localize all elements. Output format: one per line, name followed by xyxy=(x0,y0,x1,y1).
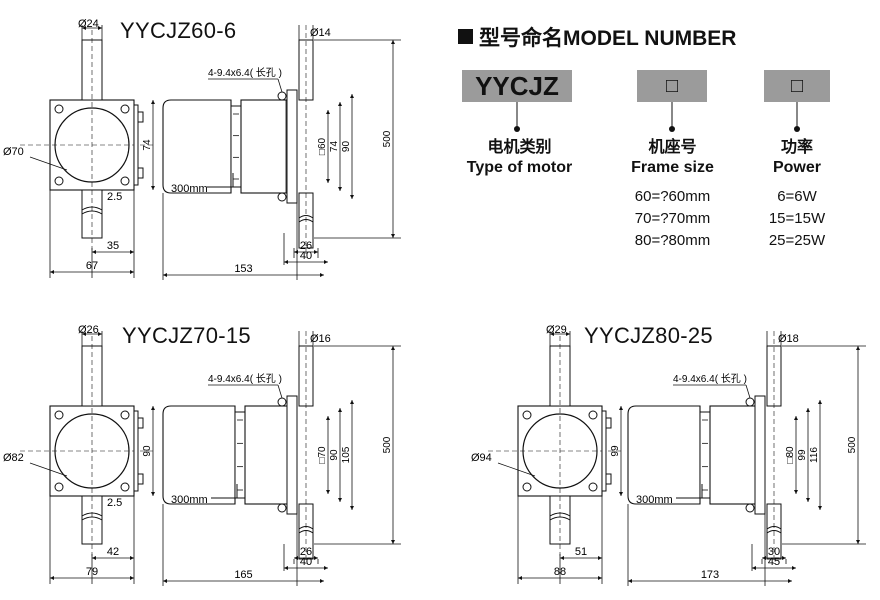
cable-length-label: 300mm xyxy=(171,494,208,506)
dimension-label: 30 xyxy=(768,546,780,558)
model-title-3: YYCJZ80-25 xyxy=(584,323,713,348)
slot-note: 4-9.4x6.4( 长孔 ) xyxy=(673,373,747,385)
dimension-label: 500 xyxy=(382,436,393,453)
dimension-label: 35 xyxy=(107,240,119,252)
model-title-1: YYCJZ60-6 xyxy=(120,18,237,43)
dimension-label: □70 xyxy=(317,446,328,464)
column-frame: 机座号 Frame size 60=?60mm 70=?70mm 80=?80m… xyxy=(631,139,714,249)
model-title-2: YYCJZ70-15 xyxy=(122,323,251,348)
shaft-diameter-label: Ø26 xyxy=(78,324,99,336)
model-number-title: 型号命名MODEL NUMBER xyxy=(458,22,736,52)
dimension-label: 40 xyxy=(300,556,312,568)
dimension-label: 99 xyxy=(797,449,808,461)
column-type: 电机类别 Type of motor xyxy=(466,139,573,176)
slot-note: 4-9.4x6.4( 长孔 ) xyxy=(208,373,282,385)
thickness-label: 2.5 xyxy=(107,497,122,509)
dimension-label: 26 xyxy=(300,240,312,252)
dimension-label: 500 xyxy=(847,436,858,453)
dimension-label: □80 xyxy=(785,446,796,464)
small-shaft-label: Ø14 xyxy=(310,27,331,39)
dimension-label: 99 xyxy=(610,445,621,457)
dimension-label: 105 xyxy=(341,446,352,463)
slot-note: 4-9.4x6.4( 长孔 ) xyxy=(208,67,282,79)
dimension-label: 165 xyxy=(234,569,252,581)
small-shaft-label: Ø18 xyxy=(778,333,799,345)
dimension-label: 88 xyxy=(554,566,566,578)
dimension-label: 51 xyxy=(575,546,587,558)
flange-diameter-label: Ø94 xyxy=(471,452,492,464)
dimension-label: 42 xyxy=(107,546,119,558)
bullet-square-icon xyxy=(458,29,473,44)
dimension-label: 74 xyxy=(329,141,340,153)
dimension-label: 40 xyxy=(300,250,312,262)
power-box: □ xyxy=(764,70,830,102)
dimension-label: 26 xyxy=(300,546,312,558)
dimension-label: 90 xyxy=(329,449,340,461)
frame-box: □ xyxy=(637,70,707,102)
flange-diameter-label: Ø70 xyxy=(3,146,24,158)
prefix-box: YYCJZ xyxy=(462,70,572,102)
shaft-diameter-label: Ø29 xyxy=(546,324,567,336)
dimension-label: 90 xyxy=(142,445,153,457)
dimension-label: 500 xyxy=(382,130,393,147)
dimension-label: 173 xyxy=(701,569,719,581)
dimension-label: 153 xyxy=(234,263,252,275)
shaft-diameter-label: Ø24 xyxy=(78,18,99,30)
flange-diameter-label: Ø82 xyxy=(3,452,24,464)
dimension-label: 90 xyxy=(341,141,352,153)
dimension-label: 74 xyxy=(142,139,153,151)
small-shaft-label: Ø16 xyxy=(310,333,331,345)
dimension-label: 116 xyxy=(809,447,820,463)
column-power: 功率 Power 6=6W 15=15W 25=25W xyxy=(768,139,826,249)
dimension-label: 67 xyxy=(86,260,98,272)
dimension-label: 79 xyxy=(86,566,98,578)
dimension-label: □60 xyxy=(317,137,328,155)
cable-length-label: 300mm xyxy=(636,494,673,506)
cable-length-label: 300mm xyxy=(171,183,208,195)
thickness-label: 2.5 xyxy=(107,191,122,203)
dimension-label: 45 xyxy=(768,556,780,568)
